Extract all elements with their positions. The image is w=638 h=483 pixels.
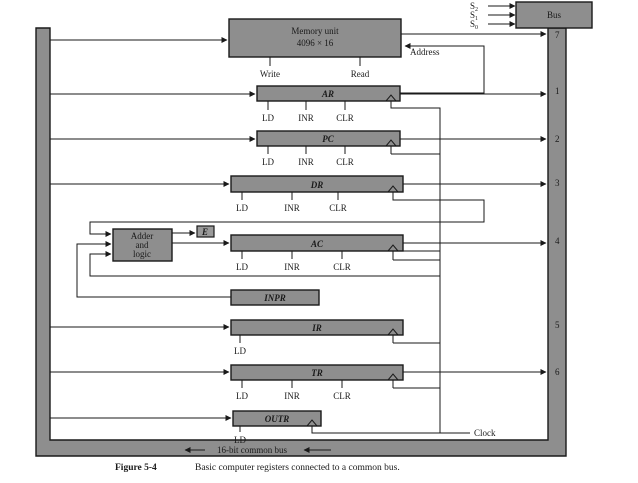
e-label: E xyxy=(201,227,208,237)
bus-number-4: 4 xyxy=(555,236,560,246)
outr-ld: LD xyxy=(234,435,246,445)
register-tr: TR LD INR CLR xyxy=(50,364,547,401)
adder-line-1: Adder xyxy=(131,231,154,241)
ir-label: IR xyxy=(311,323,322,333)
caption-text: Basic computer registers connected to a … xyxy=(195,463,400,473)
adder-line-3: logic xyxy=(133,249,151,259)
memory-size: 4096 × 16 xyxy=(297,38,334,48)
register-outr: OUTR LD xyxy=(50,410,322,445)
pc-inr: INR xyxy=(298,157,314,167)
ar-inr: INR xyxy=(298,113,314,123)
ar-clr: CLR xyxy=(336,113,354,123)
bus-label: Bus xyxy=(547,10,562,20)
tr-inr: INR xyxy=(284,391,300,401)
ac-inr: INR xyxy=(284,262,300,272)
bus-numbers: 7 1 2 3 4 5 6 xyxy=(555,30,560,377)
memory-read: Read xyxy=(351,69,370,79)
pc-ld: LD xyxy=(262,157,274,167)
pc-clr: CLR xyxy=(336,157,354,167)
select-s1: S1 xyxy=(470,10,478,22)
clock-lines xyxy=(311,101,470,434)
dr-inr: INR xyxy=(284,203,300,213)
select-lines: S2 S1 S0 xyxy=(470,1,516,31)
dr-ld: LD xyxy=(236,203,248,213)
caption-figure: Figure 5-4 xyxy=(115,463,157,473)
bus-number-5: 5 xyxy=(555,320,560,330)
bus-number-7: 7 xyxy=(555,30,560,40)
tr-ld: LD xyxy=(236,391,248,401)
ar-label: AR xyxy=(321,89,334,99)
bus-box xyxy=(515,1,593,29)
select-s2: S2 xyxy=(470,1,478,13)
tr-label: TR xyxy=(311,368,323,378)
dr-label: DR xyxy=(310,180,324,190)
adder-line-2: and xyxy=(136,240,149,250)
inpr-label: INPR xyxy=(263,293,286,303)
ar-ld: LD xyxy=(262,113,274,123)
ir-ld: LD xyxy=(234,346,246,356)
ac-ld: LD xyxy=(236,262,248,272)
bus-number-3: 3 xyxy=(555,178,560,188)
ac-clr: CLR xyxy=(333,262,351,272)
register-ac: AC LD INR CLR xyxy=(230,234,547,272)
bus-number-2: 2 xyxy=(555,134,560,144)
tr-clr: CLR xyxy=(333,391,351,401)
adder-logic xyxy=(112,228,173,262)
bus-number-1: 1 xyxy=(555,86,560,96)
outr-label: OUTR xyxy=(265,414,290,424)
register-ar: AR LD INR CLR xyxy=(50,85,547,123)
pc-label: PC xyxy=(322,134,334,144)
bus-number-6: 6 xyxy=(555,367,560,377)
register-ir: IR LD xyxy=(50,319,404,356)
dr-clr: CLR xyxy=(329,203,347,213)
memory-unit xyxy=(228,18,402,58)
register-pc: PC LD INR CLR xyxy=(50,130,547,167)
clock-label: Clock xyxy=(474,428,496,438)
memory-address: Address xyxy=(410,47,440,57)
register-inpr: INPR xyxy=(230,289,320,306)
select-s0: S0 xyxy=(470,19,478,31)
register-e xyxy=(196,225,215,238)
common-bus-label: 16-bit common bus xyxy=(217,445,287,455)
memory-name: Memory unit xyxy=(291,26,339,36)
memory-write: Write xyxy=(260,69,280,79)
register-dr: DR LD INR CLR xyxy=(50,175,547,213)
ac-label: AC xyxy=(310,239,324,249)
